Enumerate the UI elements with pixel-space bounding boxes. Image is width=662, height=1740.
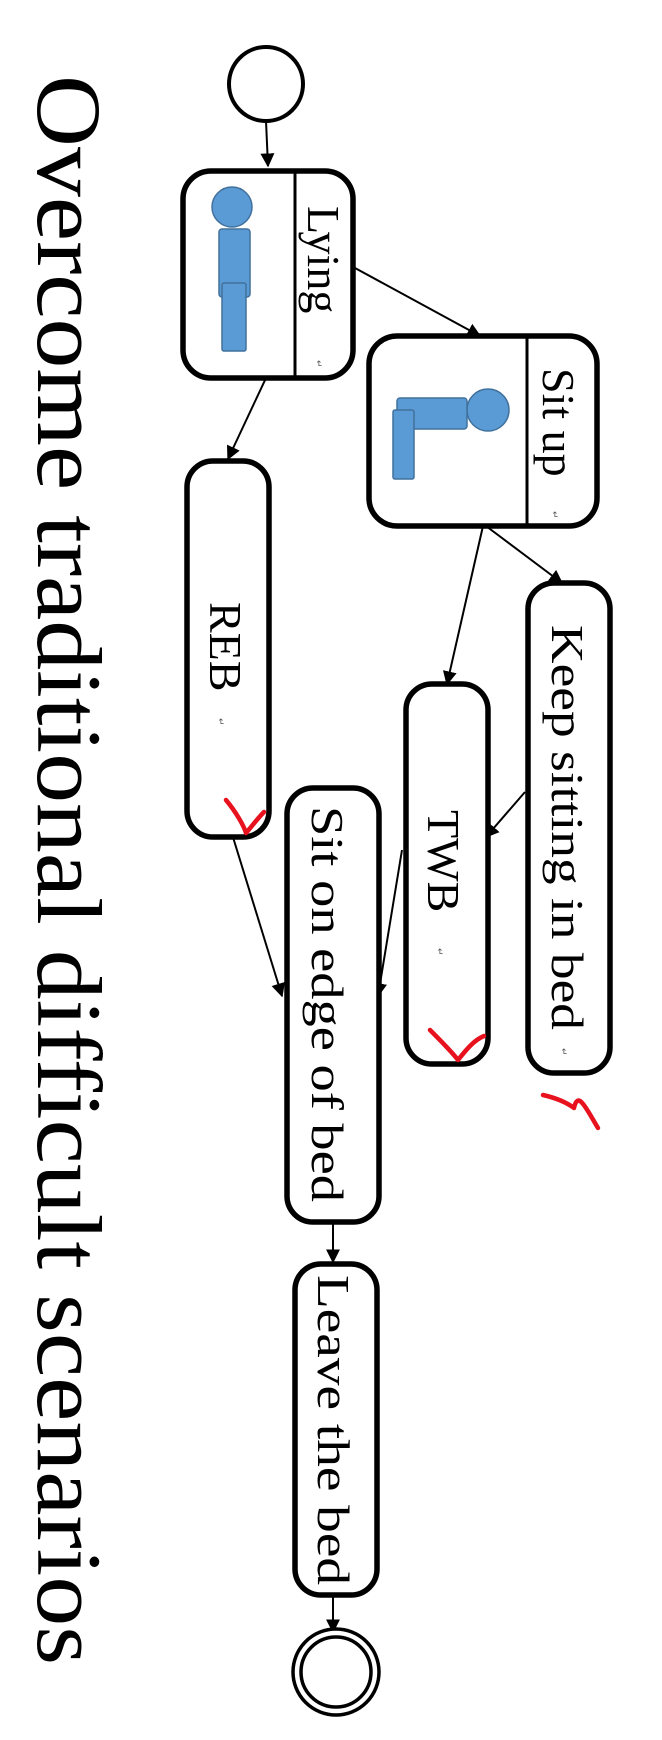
sitting-person-icon [392, 388, 510, 480]
keep-sitting-label: Keep sitting in bed [542, 625, 593, 1030]
end-node [291, 1627, 381, 1717]
lying-label: Lying [298, 206, 349, 313]
edge-situp-keepsitting [485, 525, 564, 584]
node-twb: TWB ↵ [403, 681, 491, 1067]
svg-text:↵: ↵ [558, 1048, 568, 1056]
svg-text:↵: ↵ [549, 511, 559, 519]
edge-keepsitting-twb [485, 791, 526, 839]
edge-twb-sitedge [373, 849, 403, 998]
start-node [227, 45, 305, 123]
svg-text:↵: ↵ [313, 360, 323, 368]
sit-up-label: Sit up [533, 368, 584, 477]
node-sit-on-edge-of-bed: Sit on edge of bed [284, 785, 382, 1225]
lying-person-icon [211, 186, 253, 352]
diagram-title: Overcome traditional difficult scenarios [18, 75, 120, 1665]
node-reb: REB ↵ [184, 458, 272, 840]
node-sit-up: Sit up ↵ [366, 333, 600, 529]
edge-situp-twb [442, 525, 484, 686]
check-mark-reb [223, 797, 267, 836]
reb-label: REB [200, 602, 251, 691]
edge-reb-sitedge [231, 833, 285, 998]
svg-text:↵: ↵ [434, 948, 444, 956]
node-keep-sitting-in-bed: Keep sitting in bed ↵ [525, 580, 613, 1076]
edge-lying-reb [227, 377, 267, 461]
twb-label: TWB [418, 810, 469, 912]
flow-edges [227, 120, 564, 1634]
node-leave-the-bed: Leave the bed [292, 1261, 380, 1598]
leave-bed-label: Leave the bed [308, 1275, 359, 1585]
check-mark-keep-sitting [540, 1092, 601, 1131]
check-mark-twb [427, 1027, 487, 1063]
svg-text:↵: ↵ [215, 718, 225, 726]
edge-start-lying [260, 120, 275, 168]
node-lying: Lying ↵ [180, 168, 356, 381]
sit-edge-label: Sit on edge of bed [302, 806, 353, 1202]
edge-lying-situp [354, 267, 482, 337]
